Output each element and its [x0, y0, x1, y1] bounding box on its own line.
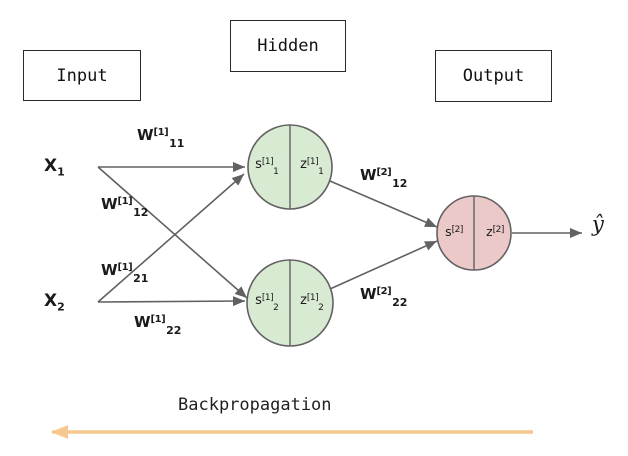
- hidden2-s-subscript: 2: [273, 303, 279, 313]
- hidden1-z-subscript: 1: [318, 167, 324, 177]
- hidden-layer-box: Hidden: [230, 20, 346, 72]
- weight-w2-12-label: W[2]12: [360, 166, 408, 190]
- input-x2-label: X2: [44, 291, 65, 313]
- output-s-superscript: [2]: [451, 225, 464, 235]
- hidden2-s-base: s: [255, 293, 262, 308]
- w2-22-subscript: 22: [392, 296, 408, 309]
- hidden1-z-label: z[1]1: [292, 158, 332, 177]
- hidden1-s-superscript: [1]: [261, 157, 274, 167]
- x2-subscript: 2: [57, 300, 65, 314]
- w2-22-base: W: [360, 285, 377, 303]
- w1-11-base: W: [137, 126, 154, 144]
- w2-12-subscript: 12: [392, 177, 408, 190]
- hidden2-z-superscript: [1]: [306, 293, 319, 303]
- output-s-base: s: [445, 224, 452, 239]
- w1-12-base: W: [101, 195, 118, 213]
- hidden2-z-subscript: 2: [318, 303, 324, 313]
- weight-w1-12-label: W[1]12: [101, 195, 149, 219]
- input-layer-box: Input: [23, 50, 141, 101]
- w1-21-base: W: [101, 261, 118, 279]
- x2-base: X: [44, 291, 58, 311]
- hidden2-z-label: z[1]2: [292, 294, 332, 313]
- output-z-superscript: [2]: [492, 225, 505, 235]
- x1-subscript: 1: [57, 165, 65, 179]
- w1-21-subscript: 21: [133, 272, 149, 285]
- w1-11-superscript: [1]: [153, 127, 169, 138]
- hidden1-z-base: z: [300, 157, 307, 172]
- input-x1-label: X1: [44, 156, 65, 178]
- w1-12-subscript: 12: [133, 206, 149, 219]
- hidden1-s-subscript: 1: [273, 167, 279, 177]
- w1-22-subscript: 22: [166, 324, 182, 337]
- edge-hidden2-output: [329, 240, 438, 290]
- edge-x1-hidden2: [97, 166, 248, 299]
- prediction-yhat-label: ŷ: [592, 212, 604, 236]
- weight-w1-22-label: W[1]22: [134, 313, 182, 337]
- hidden2-z-base: z: [300, 293, 307, 308]
- backpropagation-label: Backpropagation: [178, 395, 332, 415]
- edge-x2-hidden1: [97, 173, 245, 303]
- w1-11-subscript: 11: [169, 137, 185, 150]
- output-z-label: z[2]: [477, 224, 513, 239]
- w1-22-base: W: [134, 313, 151, 331]
- output-s-label: s[2]: [436, 224, 472, 239]
- weight-w2-22-label: W[2]22: [360, 285, 408, 309]
- output-layer-box: Output: [435, 50, 552, 102]
- edge-hidden1-output: [329, 180, 438, 228]
- edge-x2-hidden2: [97, 296, 246, 307]
- w2-12-base: W: [360, 166, 377, 184]
- hidden1-z-superscript: [1]: [306, 157, 319, 167]
- hidden1-s-label: s[1]1: [247, 158, 287, 177]
- weight-w1-11-label: W[1]11: [137, 126, 185, 150]
- w1-22-superscript: [1]: [150, 314, 166, 325]
- output-z-base: z: [486, 224, 493, 239]
- x1-base: X: [44, 156, 58, 176]
- hidden2-s-label: s[1]2: [247, 294, 287, 313]
- w2-22-superscript: [2]: [376, 286, 392, 297]
- hidden2-s-superscript: [1]: [261, 293, 274, 303]
- hidden1-s-base: s: [255, 157, 262, 172]
- w2-12-superscript: [2]: [376, 167, 392, 178]
- w1-21-superscript: [1]: [117, 262, 133, 273]
- w1-12-superscript: [1]: [117, 196, 133, 207]
- weight-w1-21-label: W[1]21: [101, 261, 149, 285]
